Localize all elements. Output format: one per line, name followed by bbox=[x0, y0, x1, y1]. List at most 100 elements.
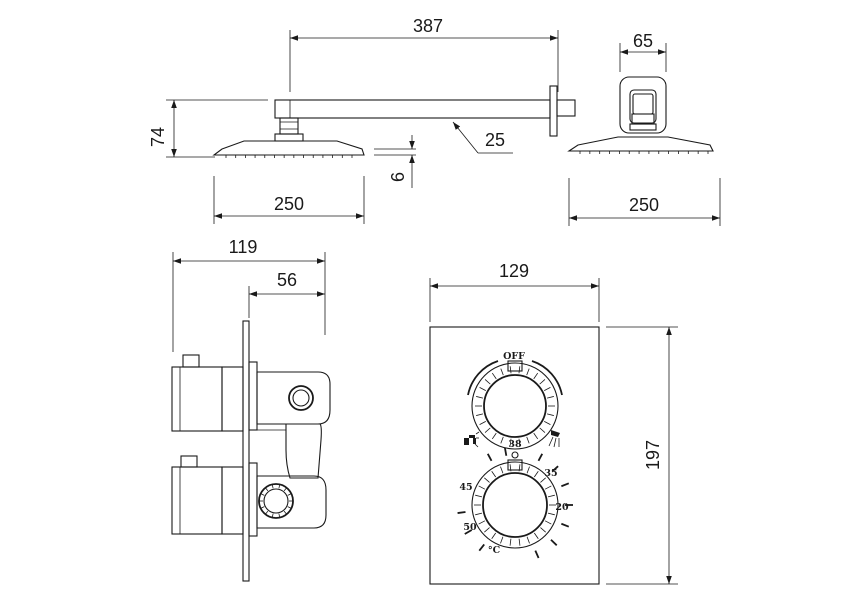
wall-flange bbox=[549, 85, 558, 137]
shower-head-side bbox=[567, 136, 714, 152]
knurl-tooth bbox=[540, 477, 546, 483]
temp-tick bbox=[561, 522, 570, 528]
hand-shower-icon bbox=[464, 431, 480, 448]
thermostat-dial bbox=[457, 447, 573, 559]
shower-arm-side-view bbox=[567, 76, 714, 154]
knurl-tooth bbox=[479, 420, 486, 425]
knurl-tooth bbox=[533, 432, 539, 440]
knurl-tooth bbox=[491, 372, 497, 380]
temp-tick bbox=[478, 543, 485, 552]
knurl-tooth bbox=[500, 466, 504, 474]
knurl-tooth bbox=[546, 396, 554, 399]
temp-label-50: 50 bbox=[463, 522, 477, 533]
knurl-tooth bbox=[526, 536, 530, 544]
diverter-pointer bbox=[507, 360, 523, 372]
knurl-tooth bbox=[491, 471, 497, 478]
temp-label-38: 38 bbox=[508, 439, 522, 450]
knurl-tooth bbox=[544, 420, 551, 425]
knurl-tooth bbox=[509, 538, 512, 546]
dimension-387: 387 bbox=[289, 16, 559, 92]
dimension-197: 197 bbox=[606, 326, 678, 585]
temp-tick bbox=[486, 453, 493, 462]
knurl-tooth bbox=[260, 493, 265, 496]
valve-front-plate: OFF 38 35 20 45 50 °C bbox=[429, 326, 600, 585]
knurl-tooth bbox=[544, 485, 552, 490]
valve-body-side-view bbox=[171, 320, 331, 582]
dim-label-74: 74 bbox=[148, 127, 168, 147]
dimension-250-front: 250 bbox=[213, 176, 365, 224]
knurl-tooth bbox=[287, 493, 292, 496]
knurl-tooth bbox=[283, 487, 287, 492]
knurl-tooth bbox=[518, 366, 521, 374]
knurl-tooth bbox=[518, 538, 521, 546]
dim-label-250-front: 250 bbox=[274, 194, 304, 214]
temperature-scale-ticks bbox=[457, 447, 573, 559]
temp-tick bbox=[551, 465, 559, 473]
shower-arm-front-view bbox=[212, 85, 576, 158]
dim-label-129: 129 bbox=[499, 261, 529, 281]
dim-label-25: 25 bbox=[485, 130, 505, 150]
temp-tick bbox=[534, 550, 540, 559]
knurl-tooth bbox=[526, 436, 530, 444]
upper-outlet bbox=[288, 385, 314, 411]
valve-connector bbox=[285, 423, 322, 479]
knurl-tooth bbox=[509, 366, 512, 374]
knurl-tooth bbox=[500, 368, 504, 376]
knurl-tooth bbox=[539, 427, 546, 433]
knurl-tooth bbox=[526, 466, 530, 474]
lower-handle bbox=[171, 466, 223, 535]
shower-arm bbox=[274, 99, 551, 119]
knurl-tooth bbox=[533, 532, 539, 539]
knurl-tooth bbox=[260, 506, 265, 509]
dim-label-387: 387 bbox=[413, 16, 443, 36]
knurl-tooth bbox=[484, 427, 491, 433]
knurl-tooth bbox=[478, 485, 486, 490]
dimension-119: 119 bbox=[172, 237, 326, 352]
knurl-tooth bbox=[533, 471, 539, 478]
nozzle-row bbox=[579, 151, 709, 154]
dim-label-56: 56 bbox=[277, 270, 297, 290]
knurl-tooth bbox=[265, 487, 269, 492]
shower-head bbox=[212, 140, 365, 156]
dim-label-250-side: 250 bbox=[629, 195, 659, 215]
swivel-joint bbox=[279, 117, 299, 135]
knurl-tooth bbox=[546, 413, 554, 416]
knurl-tooth bbox=[478, 520, 486, 525]
knurl-tooth bbox=[547, 494, 555, 498]
knurl-tooth bbox=[475, 512, 483, 516]
dimension-65: 65 bbox=[619, 31, 667, 72]
temp-tick bbox=[550, 539, 558, 546]
dimension-6: 6 bbox=[374, 135, 416, 188]
knurl-tooth bbox=[540, 527, 546, 533]
knurl-tooth bbox=[271, 484, 274, 489]
temp-label-20: 20 bbox=[555, 502, 569, 513]
knurl-tooth bbox=[544, 387, 551, 392]
dimension-25: 25 bbox=[452, 121, 513, 154]
temp-label-45: 45 bbox=[459, 482, 472, 493]
nozzle-row bbox=[225, 155, 353, 158]
overhead-shower-icon bbox=[548, 430, 560, 448]
temp-tick bbox=[561, 482, 570, 488]
knurl-tooth bbox=[479, 387, 486, 392]
knurl-tooth bbox=[500, 536, 504, 544]
cover-plate bbox=[429, 326, 600, 585]
knurl-tooth bbox=[484, 527, 490, 533]
temp-tick bbox=[457, 511, 466, 514]
knurl-tooth bbox=[539, 379, 546, 385]
dim-label-65: 65 bbox=[633, 31, 653, 51]
knurl-tooth bbox=[484, 477, 490, 483]
knurl-tooth bbox=[278, 513, 281, 518]
dim-label-197: 197 bbox=[643, 440, 663, 470]
lower-valve-body bbox=[256, 475, 327, 529]
temp-label-35: 35 bbox=[544, 468, 557, 479]
knurl-tooth bbox=[265, 510, 269, 515]
dim-label-6: 6 bbox=[388, 172, 408, 182]
knurl-tooth bbox=[509, 438, 512, 446]
upper-handle-pin bbox=[182, 354, 200, 368]
knurl-tooth bbox=[500, 436, 504, 444]
knurl-tooth bbox=[475, 494, 483, 498]
dimension-56: 56 bbox=[248, 270, 325, 318]
lower-handle-pin bbox=[180, 455, 198, 468]
temp-tick bbox=[464, 529, 473, 535]
